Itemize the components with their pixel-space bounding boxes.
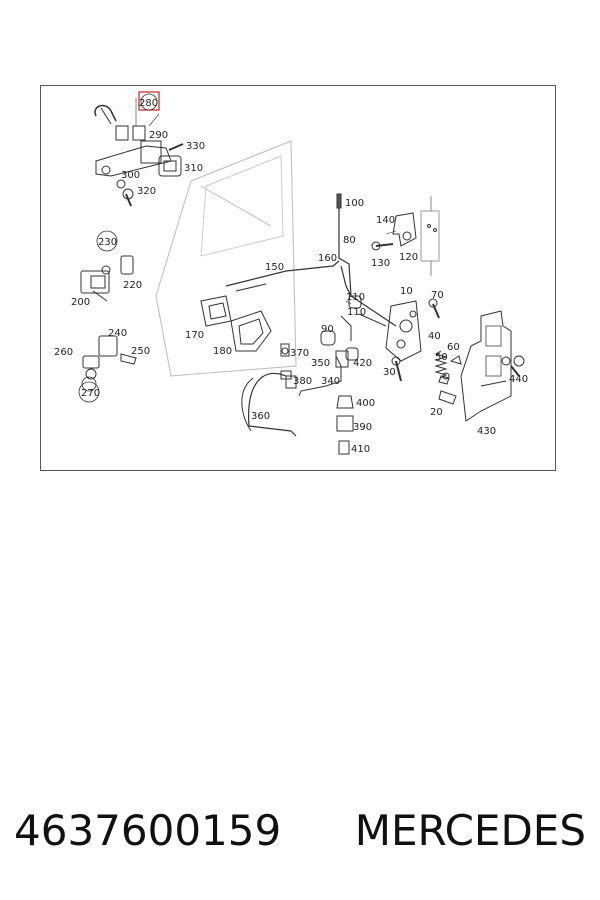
label-60: 60 xyxy=(447,342,460,353)
bracket-140 xyxy=(392,212,417,247)
door-outline xyxy=(155,140,297,377)
screw-130 xyxy=(375,243,394,247)
striker-plate xyxy=(420,210,440,262)
part-labels: 290 330 310 300 320 100 80 140 130 120 2… xyxy=(54,130,528,455)
label-340: 340 xyxy=(321,376,340,387)
label-30: 30 xyxy=(383,367,396,378)
lock-10 xyxy=(385,300,422,362)
label-430: 430 xyxy=(477,426,496,437)
label-20: 20 xyxy=(430,407,443,418)
label-390: 390 xyxy=(353,422,372,433)
plug-390 xyxy=(336,415,354,432)
plug-400 xyxy=(336,395,354,409)
bracket-420 xyxy=(335,350,349,368)
label-140: 140 xyxy=(376,215,395,226)
label-90: 90 xyxy=(321,324,334,335)
bezel-180 xyxy=(230,310,272,352)
screw-30 xyxy=(395,360,402,382)
bolt-70 xyxy=(432,303,440,319)
bushing-110a xyxy=(348,295,362,309)
label-200: 200 xyxy=(71,297,90,308)
label-150: 150 xyxy=(265,262,284,273)
label-380: 380 xyxy=(293,376,312,387)
clip-60 xyxy=(449,355,462,365)
label-260: 260 xyxy=(54,347,73,358)
callout-circle-280 xyxy=(140,93,158,111)
label-160: 160 xyxy=(318,253,337,264)
label-270: 270 xyxy=(81,388,100,399)
label-280: 280 xyxy=(139,98,158,109)
label-350: 350 xyxy=(311,358,330,369)
label-410: 410 xyxy=(351,444,370,455)
parts-diagram: 280 290 330 310 300 320 100 80 140 130 1… xyxy=(40,85,556,471)
label-180: 180 xyxy=(213,346,232,357)
bushing-110b xyxy=(345,347,359,361)
label-70: 70 xyxy=(431,290,444,301)
label-50: 50 xyxy=(435,352,448,363)
label-220: 220 xyxy=(123,280,142,291)
cap-350 xyxy=(320,330,336,346)
cover-220 xyxy=(120,255,134,275)
label-300: 300 xyxy=(121,170,140,181)
diagram-drawing: 280 290 330 310 300 320 100 80 140 130 1… xyxy=(54,91,528,455)
label-40: 40 xyxy=(428,331,441,342)
gasket-310 xyxy=(158,155,182,177)
label-240: 240 xyxy=(108,328,127,339)
lever-250 xyxy=(120,353,137,365)
link-20 xyxy=(438,390,457,405)
spring-40 xyxy=(434,350,448,379)
washer-50 xyxy=(438,375,450,385)
rod-100 xyxy=(338,196,352,297)
footer: 4637600159 MERCEDES xyxy=(0,800,600,860)
cable-360 xyxy=(248,372,297,437)
label-310: 310 xyxy=(184,163,203,174)
label-290: 290 xyxy=(149,130,168,141)
bracket-430 xyxy=(460,310,512,422)
label-10: 10 xyxy=(400,286,413,297)
handle-bracket xyxy=(115,125,129,141)
pad-260 xyxy=(82,355,100,369)
label-330: 330 xyxy=(186,141,205,152)
bolt-440 xyxy=(510,365,520,377)
part-number: 4637600159 xyxy=(14,805,282,855)
label-440: 440 xyxy=(509,374,528,385)
housing-380 xyxy=(285,375,297,389)
label-230: 230 xyxy=(98,237,117,248)
label-250: 250 xyxy=(131,346,150,357)
rod-150 xyxy=(225,260,340,287)
brand-name: MERCEDES xyxy=(354,805,586,855)
clip-370 xyxy=(280,343,290,357)
label-100: 100 xyxy=(345,198,364,209)
rod-340 xyxy=(298,355,342,397)
label-120: 120 xyxy=(399,252,418,263)
link-90 xyxy=(340,315,352,341)
label-170: 170 xyxy=(185,330,204,341)
switch-240 xyxy=(98,335,118,357)
label-80: 80 xyxy=(343,235,356,246)
label-110a: 110 xyxy=(346,292,365,303)
door-window xyxy=(200,155,284,257)
clip-290 xyxy=(94,104,117,122)
label-360: 360 xyxy=(251,411,270,422)
remote-170 xyxy=(200,295,232,327)
label-110b: 110 xyxy=(347,307,366,318)
label-420: 420 xyxy=(353,358,372,369)
label-400: 400 xyxy=(356,398,375,409)
label-320: 320 xyxy=(137,186,156,197)
plug-410 xyxy=(338,440,350,455)
screw-330 xyxy=(168,143,184,151)
label-130: 130 xyxy=(371,258,390,269)
label-370: 370 xyxy=(290,348,309,359)
bolt-320 xyxy=(125,193,132,207)
